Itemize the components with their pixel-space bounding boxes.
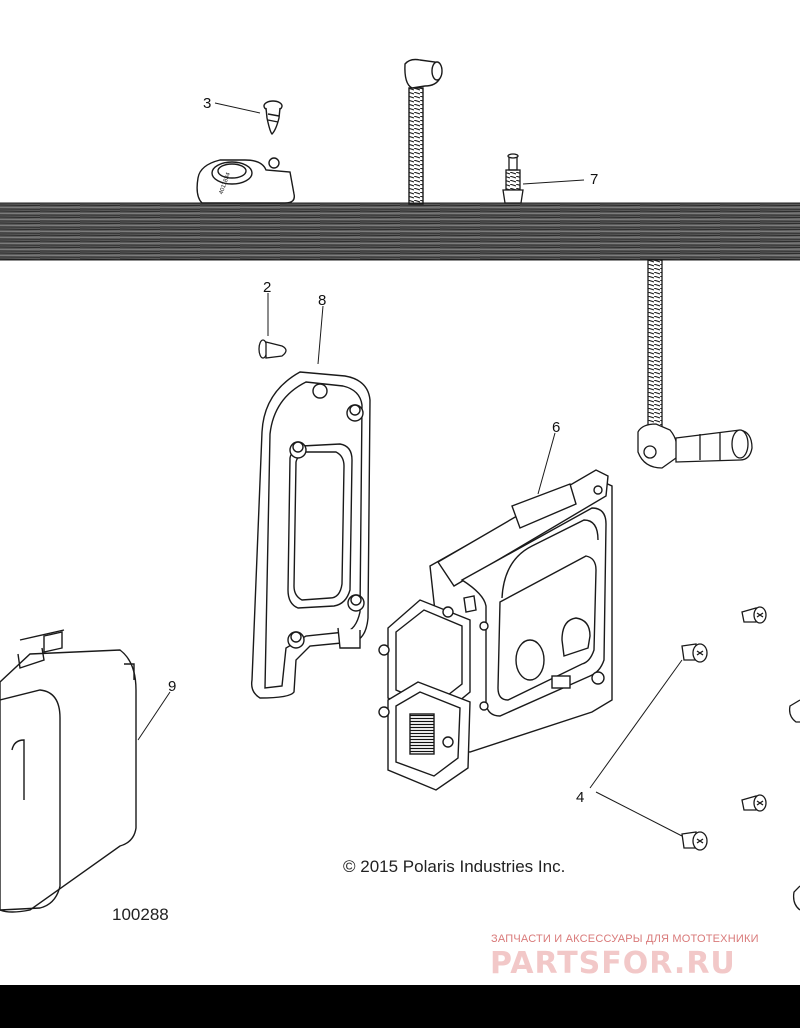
screw-part-3 — [263, 100, 283, 135]
cover-part-9 — [0, 629, 137, 913]
frame-rail — [0, 202, 800, 261]
stud-upper — [404, 58, 443, 205]
callout-7: 7 — [590, 171, 598, 188]
bracket-part-8 — [250, 371, 371, 699]
figure-number: 100288 — [112, 905, 169, 924]
watermark-tagline: ЗАПЧАСТИ И АКСЕССУАРЫ ДЛЯ МОТОТЕХНИКИ — [491, 933, 759, 945]
watermark-logo: PARTSFOR.RU — [490, 946, 736, 981]
callout-labels: 3 7 2 8 6 9 4 — [168, 95, 598, 806]
sensor-body: 4011834 — [196, 157, 295, 204]
callout-8: 8 — [318, 292, 326, 309]
screw-part-2 — [258, 339, 287, 359]
screws-part-4 — [681, 606, 767, 851]
edge-part-right — [788, 699, 800, 911]
leader-lines — [137, 102, 683, 837]
callout-9: 9 — [168, 678, 176, 695]
parts-diagram: 4011834 — [0, 58, 800, 913]
valve-part-7 — [502, 153, 524, 204]
callout-2: 2 — [263, 279, 271, 296]
bottom-bar — [0, 985, 800, 1028]
callout-4: 4 — [576, 789, 584, 806]
callout-3: 3 — [203, 95, 211, 112]
copyright-text: © 2015 Polaris Industries Inc. — [343, 857, 566, 876]
callout-6: 6 — [552, 419, 560, 436]
cable-lower — [637, 259, 753, 469]
ecu-part-6 — [378, 469, 613, 791]
